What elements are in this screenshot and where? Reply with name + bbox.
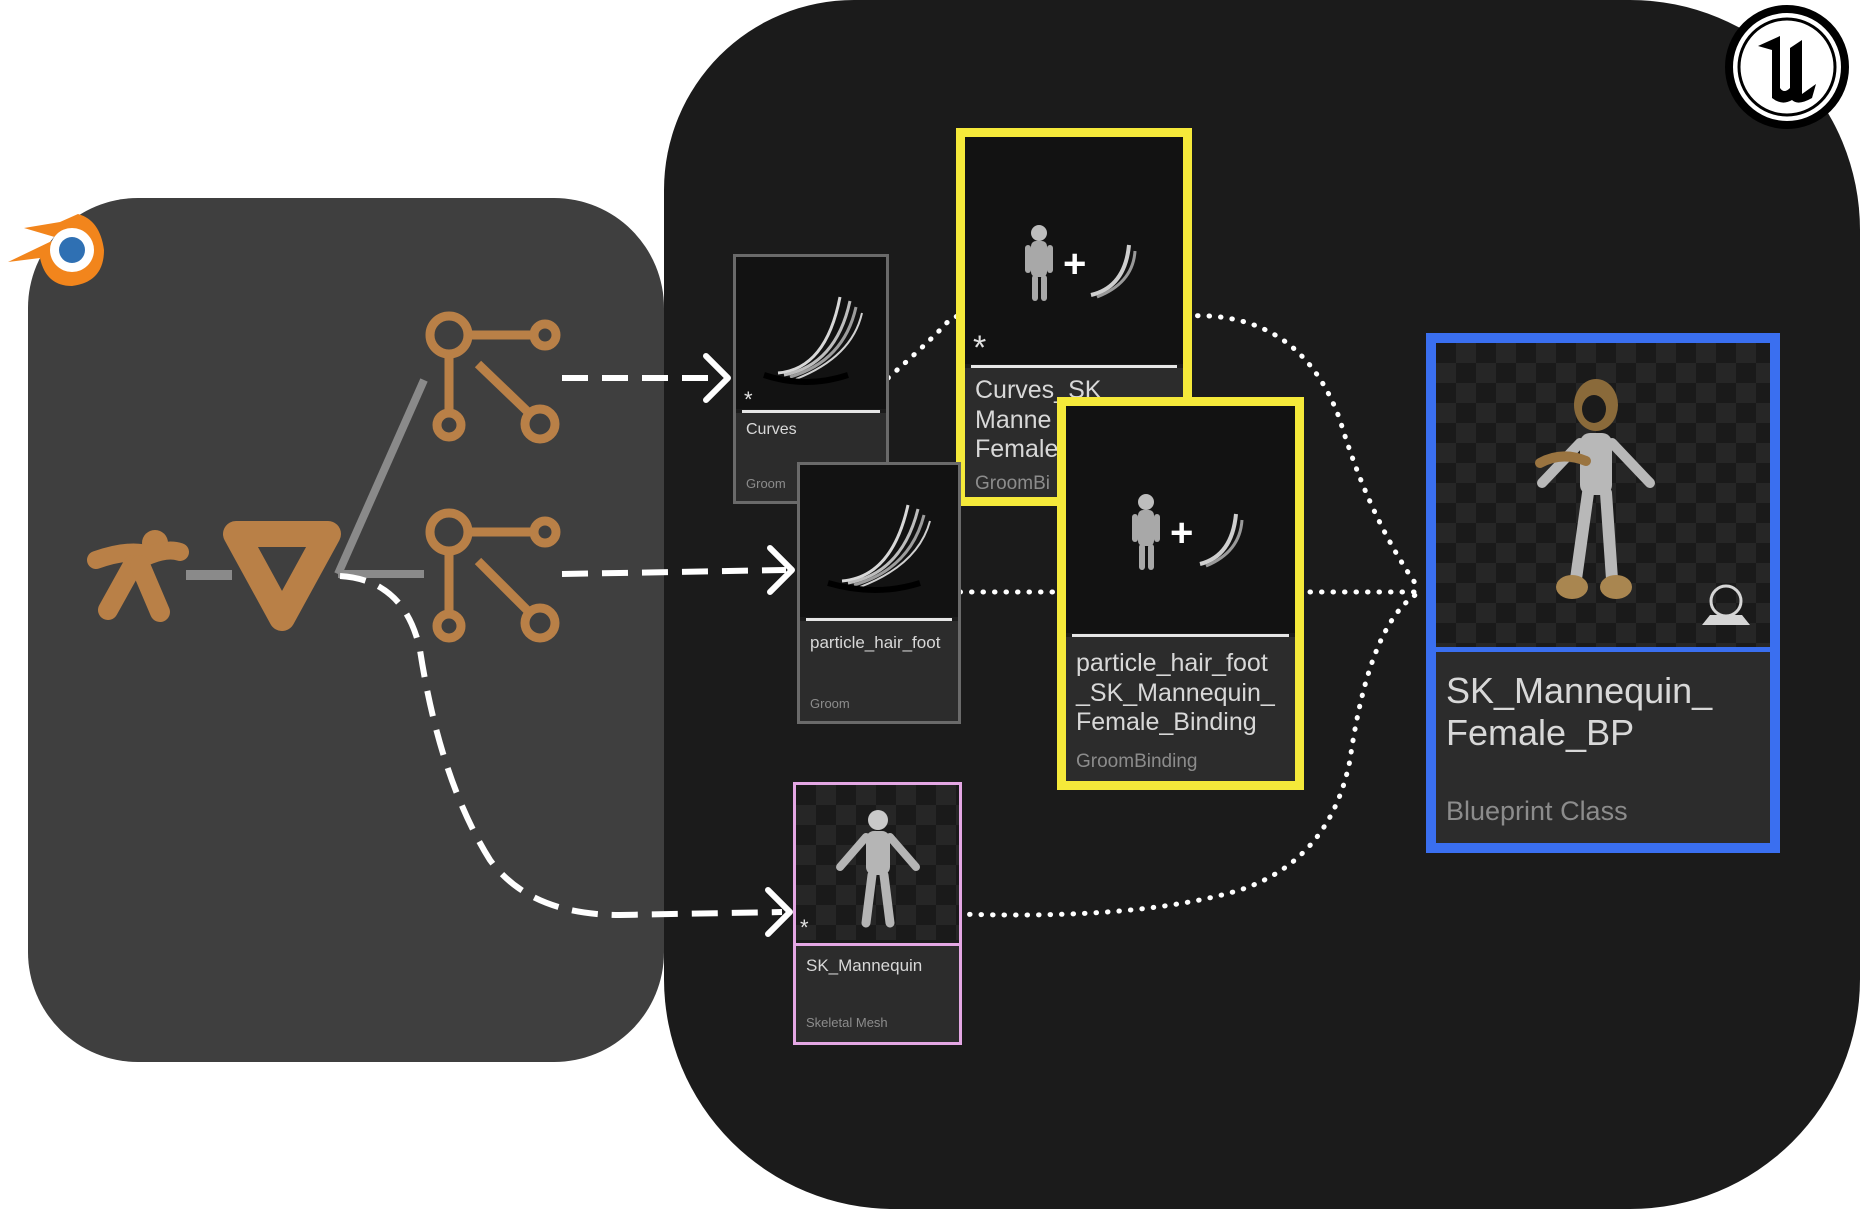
asterisk-icon: * [800,915,809,940]
export-arrow [339,375,787,919]
plus-icon: + [1170,511,1193,555]
mannequin-plus-hair-icon: + * [973,225,1137,367]
sphere-icon [1709,584,1743,618]
separator [971,365,1177,368]
thumbnail [1436,343,1770,647]
asset-name: particle_hair_foot _SK_Mannequin_ Female… [1076,649,1275,736]
blueprint-class-card[interactable]: SK_Mannequin_ Female_BP Blueprint Class [1426,333,1780,853]
thumbnail: + * [965,137,1183,367]
separator [742,410,880,413]
asterisk-icon: * [973,329,986,364]
separator [1072,634,1289,637]
mannequin-figure: * [800,810,920,940]
particle-system-icon [425,508,561,643]
skeletal-mesh-card[interactable]: * SK_Mannequin Skeletal Mesh [793,782,962,1045]
asset-type: Groom [810,696,850,711]
particle-system-icon [425,311,561,444]
groom-asset-card[interactable]: particle_hair_foot Groom [797,462,961,724]
groom-binding-card[interactable]: + particle_hair_foot _SK_Mannequin_ Fema… [1057,397,1304,790]
separator [806,618,952,621]
thumbnail: + [1066,406,1295,633]
armature-icon [87,530,189,622]
hair-strand-icon: * [744,296,863,412]
thumbnail [800,465,958,617]
blender-logo [8,214,104,286]
mannequin-with-hair [1535,379,1750,625]
asset-name: particle_hair_foot [810,633,941,652]
plus-icon: + [1063,242,1086,286]
hair-strand-icon [827,504,931,593]
asset-name: SK_Mannequin [806,956,923,975]
asset-type: GroomBinding [1076,751,1198,772]
unreal-engine-logo [1725,5,1849,129]
pedestal-icon [1702,615,1750,625]
asset-type: GroomBi [975,473,1050,494]
mesh-triangle-icon [223,521,341,631]
asset-type: Groom [746,476,786,491]
asset-type: Blueprint Class [1446,796,1628,826]
mannequin-plus-hair-icon: + [1132,494,1244,570]
thumbnail: * [796,785,959,940]
thumbnail: * [736,257,886,412]
arrowheads [703,353,795,937]
dependency-link [885,313,1423,918]
asset-type: Skeletal Mesh [806,1015,888,1030]
asset-name: SK_Mannequin_ Female_BP [1446,670,1713,754]
asset-name: Curves [746,421,797,438]
asterisk-icon: * [744,387,753,409]
